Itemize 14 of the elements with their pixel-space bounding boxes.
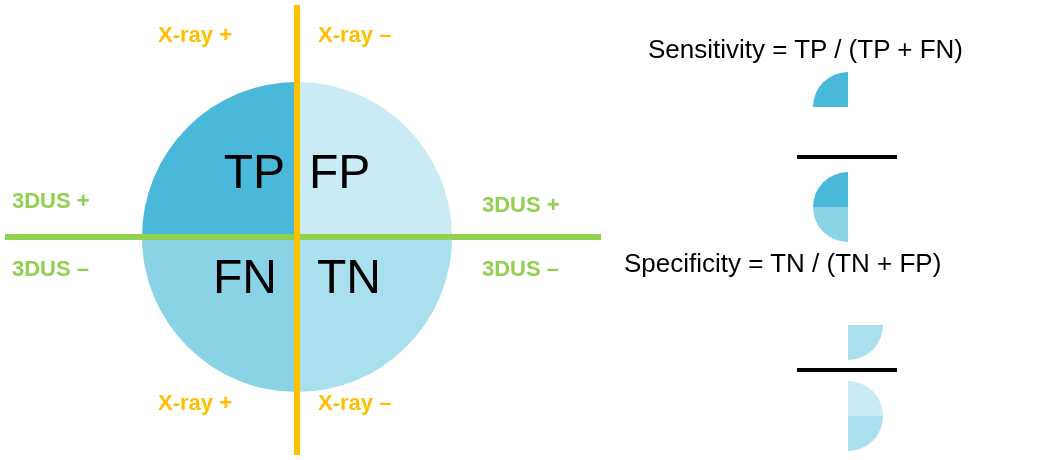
quadrant-label: FN bbox=[213, 253, 277, 301]
axis-label: 3DUS – bbox=[12, 258, 90, 280]
quadrant-label: TP bbox=[223, 147, 285, 196]
quadrant-label: TN bbox=[317, 253, 381, 301]
axis-label: Specificity = TN / (TN + FP) bbox=[624, 250, 942, 276]
axis-label: 3DUS + bbox=[482, 194, 560, 216]
axis-label: 3DUS – bbox=[482, 258, 560, 280]
axis-label: X-ray – bbox=[318, 24, 392, 46]
axis-label: Sensitivity = TP / (TP + FN) bbox=[648, 36, 963, 62]
axis-label: 3DUS + bbox=[12, 190, 90, 212]
axis-label: X-ray – bbox=[318, 392, 392, 414]
axis-label: X-ray + bbox=[158, 24, 232, 46]
quadrant-label: FP bbox=[309, 147, 371, 196]
axis-label: X-ray + bbox=[158, 392, 232, 414]
